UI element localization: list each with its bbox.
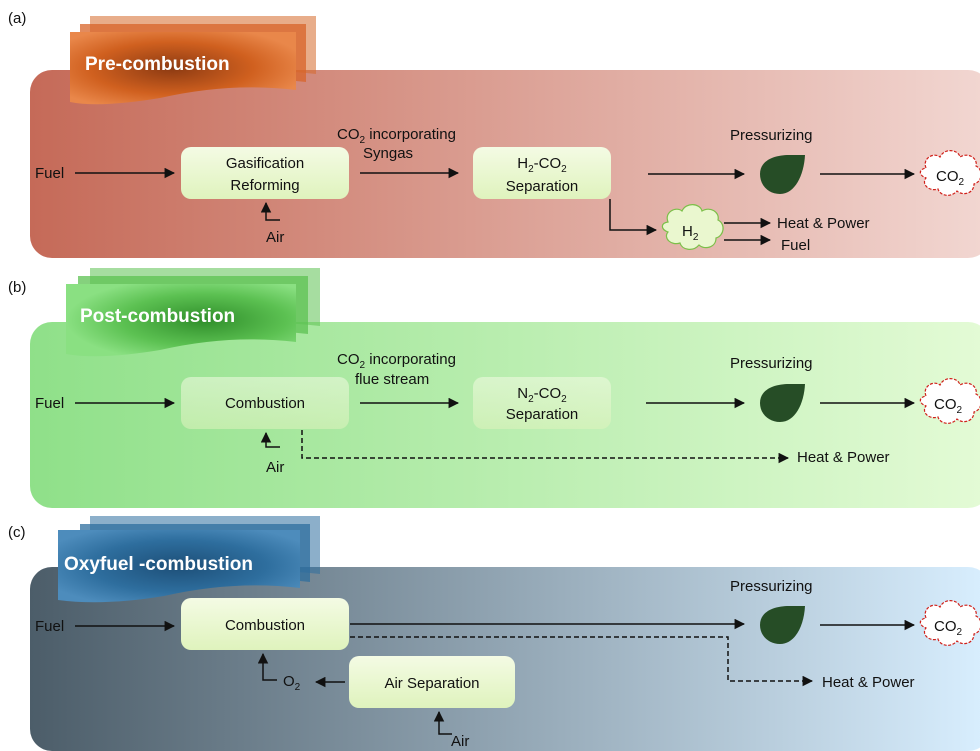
arrow-icon xyxy=(609,199,658,236)
leaf-icon xyxy=(760,384,805,422)
panel-b: (b) Post-combustion Fuel Combustion Air … xyxy=(8,268,980,508)
arrow-icon xyxy=(260,431,280,448)
co2-cloud-icon xyxy=(919,600,980,646)
fuel-label: Fuel xyxy=(35,395,64,412)
co2-label: CO2 xyxy=(934,618,963,638)
air-separation-box xyxy=(349,656,515,708)
panel-c-title: Oxyfuel -combustion xyxy=(64,554,253,575)
leaf-icon xyxy=(760,606,805,644)
heat-power-label: Heat & Power xyxy=(797,449,890,466)
arrow-icon xyxy=(257,652,277,681)
panel-c: (c) Oxyfuel -combustion Fuel Combustion … xyxy=(8,516,980,751)
heat-power-label: Heat & Power xyxy=(822,674,915,691)
separation-label: Separation xyxy=(506,406,579,423)
h2-label: H2 xyxy=(682,223,699,243)
o2-label: O2 xyxy=(283,673,301,693)
leaf-icon xyxy=(760,155,805,194)
flow-label-line2: flue stream xyxy=(355,371,429,388)
flow-label-line2: Syngas xyxy=(363,145,413,162)
air-label: Air xyxy=(266,229,284,246)
fuel-label: Fuel xyxy=(35,165,64,182)
heat-power-label: Heat & Power xyxy=(777,215,870,232)
co2-label: CO2 xyxy=(934,396,963,416)
panel-c-banner: Oxyfuel -combustion xyxy=(58,516,320,603)
combustion-box xyxy=(181,598,349,650)
combustion-label: Combustion xyxy=(225,617,305,634)
n2-co2-label: N2-CO2 xyxy=(517,385,567,405)
panel-b-title: Post-combustion xyxy=(80,306,235,327)
panel-b-label: (b) xyxy=(8,279,26,296)
reforming-label: Reforming xyxy=(230,177,299,194)
panel-a-label: (a) xyxy=(8,10,26,27)
panel-c-label: (c) xyxy=(8,524,26,541)
combustion-box xyxy=(181,377,349,429)
gasification-label: Gasification xyxy=(226,155,304,172)
co2-label: CO2 xyxy=(936,168,965,188)
n2-co2-separation-box xyxy=(473,377,611,429)
arrow-icon xyxy=(301,430,790,464)
air-label: Air xyxy=(266,459,284,476)
co2-cloud-icon xyxy=(919,150,980,196)
air-label: Air xyxy=(451,733,469,750)
panel-a-title: Pre-combustion xyxy=(85,54,230,75)
co2-cloud-icon xyxy=(919,378,980,424)
flow-label-line1: CO2 incorporating xyxy=(337,351,456,371)
fuel-label: Fuel xyxy=(35,618,64,635)
pressurizing-label: Pressurizing xyxy=(730,578,813,595)
gasification-box xyxy=(181,147,349,199)
h2-cloud-icon xyxy=(661,204,724,250)
h2-co2-separation-box xyxy=(473,147,611,199)
arrow-icon xyxy=(260,201,280,221)
air-separation-label: Air Separation xyxy=(384,675,479,692)
combustion-label: Combustion xyxy=(225,395,305,412)
h2-co2-label: H2-CO2 xyxy=(517,155,567,175)
separation-label: Separation xyxy=(506,178,579,195)
flow-label-line1: CO2 incorporating xyxy=(337,126,456,146)
panel-a-banner: Pre-combustion xyxy=(70,16,316,105)
pressurizing-label: Pressurizing xyxy=(730,355,813,372)
fuel-output-label: Fuel xyxy=(781,237,810,254)
panel-a: (a) Pre-combustion Fuel Gasification Ref… xyxy=(8,10,980,258)
arrow-icon xyxy=(350,636,814,687)
arrow-icon xyxy=(433,710,452,735)
pressurizing-label: Pressurizing xyxy=(730,127,813,144)
panel-b-banner: Post-combustion xyxy=(66,268,320,357)
